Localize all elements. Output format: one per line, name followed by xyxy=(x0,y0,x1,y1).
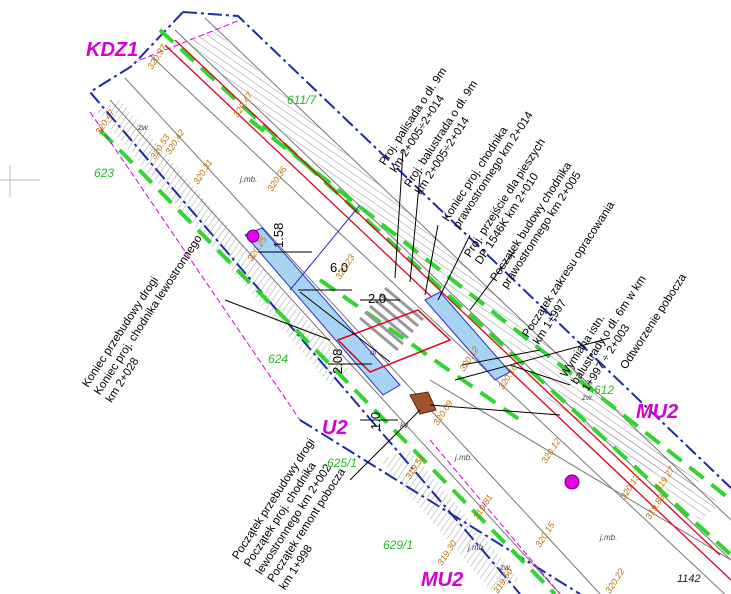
misc-labels: j.mb. j.mb. j.mb. j.mb. zw. zw. zw. kv d… xyxy=(137,123,617,572)
parcel-1142: 1142 xyxy=(677,573,701,585)
svg-text:319.81: 319.81 xyxy=(471,493,494,522)
pedestrian-crossing xyxy=(359,286,424,352)
svg-text:balustrady o dł. 6m w km: balustrady o dł. 6m w km xyxy=(569,274,648,387)
svg-text:j.mb.: j.mb. xyxy=(454,453,472,462)
parcel-625-1: 625/1 xyxy=(327,456,357,470)
dim-10: 1.0 xyxy=(368,412,383,430)
parcel-611-7: 611/7 xyxy=(287,93,317,107)
svg-text:j.mb.: j.mb. xyxy=(239,175,257,184)
project-boundary xyxy=(88,11,731,594)
crossing-frame xyxy=(336,309,452,373)
svg-text:Koniec proj. chodnika lewostro: Koniec proj. chodnika lewostronnego xyxy=(92,233,204,397)
dim-20: 2.0 xyxy=(368,291,386,306)
svg-text:kv: kv xyxy=(400,421,409,430)
svg-text:j.mb.: j.mb. xyxy=(467,543,485,552)
svg-text:dl: dl xyxy=(370,348,376,357)
svg-text:zw.: zw. xyxy=(581,393,594,402)
svg-text:Odtworzenie pobocza: Odtworzenie pobocza xyxy=(618,271,689,371)
annotation-shoulder: Odtworzenie pobocza xyxy=(618,271,689,371)
svg-text:319.89: 319.89 xyxy=(643,493,666,522)
svg-text:zw.: zw. xyxy=(499,563,512,572)
svg-text:319.30: 319.30 xyxy=(435,539,458,568)
svg-text:320.22: 320.22 xyxy=(603,567,626,594)
svg-text:320.36: 320.36 xyxy=(265,165,288,194)
svg-text:320.15: 320.15 xyxy=(533,520,557,549)
svg-text:j.mb.: j.mb. xyxy=(599,533,617,542)
leader-lines xyxy=(224,149,611,481)
magenta-lines xyxy=(89,19,561,594)
embankment-hatch xyxy=(95,30,720,590)
dim-158: 1.58 xyxy=(271,223,286,248)
dim-60: 6.0 xyxy=(330,260,348,275)
marker-circle-top xyxy=(246,229,260,243)
culvert-structure xyxy=(409,391,437,415)
parcel-623: 623 xyxy=(94,166,114,180)
svg-text:zw.: zw. xyxy=(137,123,150,132)
zone-u2: U2 xyxy=(322,417,348,439)
dimension-lines xyxy=(258,251,400,421)
zone-kdz1: KDZ1 xyxy=(86,39,138,61)
marker-circle-bottom xyxy=(564,474,580,490)
crosshair-marker xyxy=(0,165,40,197)
svg-text:320.12: 320.12 xyxy=(539,437,562,466)
zone-mu2-right: MU2 xyxy=(636,401,678,423)
parcel-612: 612 xyxy=(594,383,614,397)
parcel-624: 624 xyxy=(268,352,288,366)
annotation-left: Koniec przebudowy drogi Koniec proj. cho… xyxy=(80,233,204,405)
left-sidewalk xyxy=(244,227,401,396)
dim-208: 2.08 xyxy=(330,349,345,374)
parcel-629-1: 629/1 xyxy=(383,538,413,552)
parcel-boundaries xyxy=(98,28,731,594)
zone-mu2-bottom: MU2 xyxy=(421,569,463,591)
right-sidewalk xyxy=(424,291,511,381)
